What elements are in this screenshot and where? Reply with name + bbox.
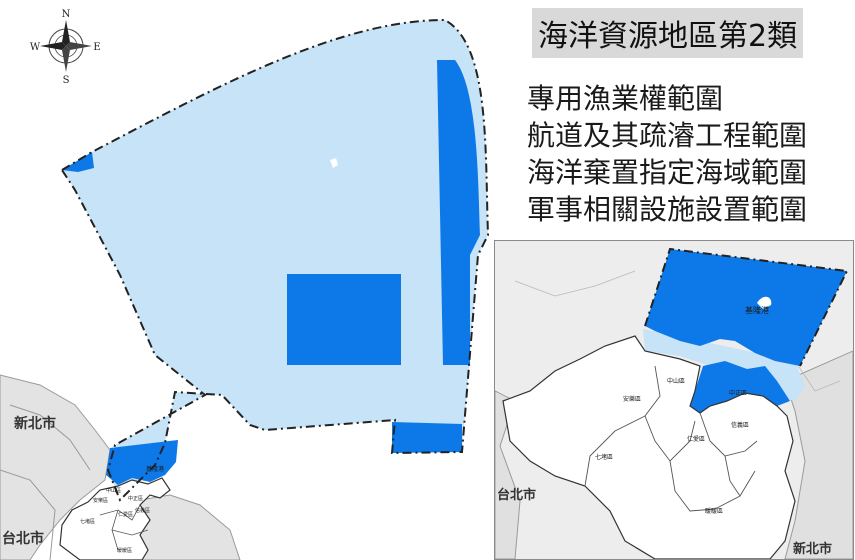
inset-zone-boundary	[644, 247, 849, 367]
inset-keelung-land	[502, 335, 796, 559]
land-area-south	[139, 494, 241, 560]
legend-item-military: 軍事相關設施設置範圍	[527, 193, 808, 226]
inset-label-keelung-port: 基隆港	[745, 305, 769, 315]
inset-label-qidu: 七堵區	[595, 453, 613, 461]
inset-label-xinbei: 新北市	[793, 541, 832, 557]
label-keelung-port: 基隆港	[146, 465, 164, 473]
label-nuannuan: 暖暖區	[117, 547, 132, 554]
compass-north: N	[62, 9, 71, 20]
inset-land-east	[784, 350, 853, 559]
legend-item-channel: 航道及其疏濬工程範圍	[527, 119, 808, 152]
inset-district-line	[724, 455, 741, 497]
zone-boundary	[60, 18, 490, 502]
compass-east: E	[93, 42, 100, 53]
inset-land-lines	[514, 270, 636, 297]
inset-fishery-zone	[645, 249, 847, 366]
inset-label-taibei: 台北市	[497, 487, 536, 503]
inset-district-line	[584, 415, 646, 487]
map-title: 海洋資源地區第2類	[532, 8, 804, 58]
inset-label-renai: 仁愛區	[687, 435, 705, 443]
inset-label-zhongzheng: 中正區	[729, 389, 747, 397]
inset-map: 基隆港 中山區 安樂區 中正區 信義區 仁愛區 七堵區 暖暖區 台北市 新北市	[494, 240, 854, 560]
inset-land-lines	[794, 360, 841, 392]
military-zone-southeast	[392, 422, 462, 453]
district-line	[111, 529, 149, 536]
land-area-west	[0, 374, 111, 560]
district-line	[99, 504, 141, 521]
inset-label-xinyi: 信義區	[731, 421, 749, 429]
legend-item-dumping: 海洋棄置指定海域範圍	[527, 156, 808, 189]
inset-district-line	[644, 365, 696, 462]
label-xinyi: 信義區	[135, 507, 150, 514]
coastal-zone	[106, 440, 178, 485]
county-line	[0, 469, 56, 560]
inset-district-line	[669, 460, 756, 512]
inset-map-svg: 基隆港 中山區 安樂區 中正區 信義區 仁愛區 七堵區 暖暖區 台北市 新北市	[495, 241, 853, 559]
compass-rose: N S E W	[30, 9, 101, 86]
label-taibei: 台北市	[2, 530, 44, 547]
label-zhongshan: 中山區	[106, 487, 121, 494]
label-zhongzheng: 中正區	[128, 495, 143, 502]
island	[330, 158, 338, 168]
label-xinbei: 新北市	[14, 415, 56, 432]
sea-zone-light	[62, 20, 488, 500]
military-strip-east	[437, 60, 480, 365]
legend-list: 專用漁業權範圍 航道及其疏濬工程範圍 海洋棄置指定海域範圍 軍事相關設施設置範圍	[527, 80, 807, 228]
inset-channel-zone	[690, 361, 790, 413]
county-line	[9, 404, 91, 471]
compass-south: S	[63, 75, 70, 86]
compass-west: W	[30, 42, 41, 53]
inset-label-anle: 安樂區	[623, 395, 641, 403]
inset-label-zhongshan: 中山區	[667, 377, 685, 385]
label-renai: 仁愛區	[118, 511, 133, 518]
fishery-zone-corner	[62, 152, 94, 172]
label-anle: 安樂區	[93, 497, 108, 504]
label-qidu: 七堵區	[80, 518, 95, 525]
inset-island	[757, 296, 772, 309]
legend-item-fishery: 專用漁業權範圍	[527, 82, 724, 115]
inset-label-nuannuan: 暖暖區	[705, 507, 723, 515]
dumping-zone-square	[287, 274, 401, 365]
